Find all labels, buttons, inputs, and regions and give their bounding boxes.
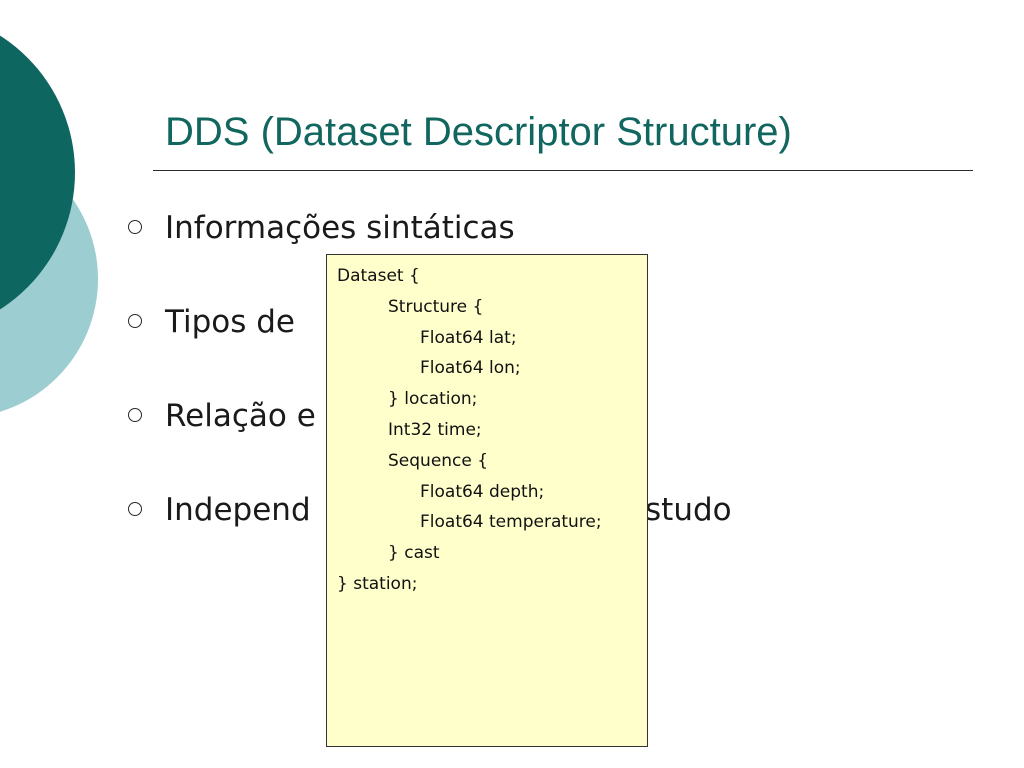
code-line-sequence-open: Sequence { — [388, 450, 489, 471]
hollow-circle-bullet-icon — [128, 220, 142, 234]
code-line-temperature: Float64 temperature; — [420, 512, 602, 533]
title-underline — [153, 170, 973, 171]
code-line-depth: Float64 depth; — [420, 481, 545, 502]
bullet-text: Relação e — [165, 398, 316, 434]
bullet-text: Informações sintáticas — [165, 210, 515, 246]
code-line-dataset-open: Dataset { — [337, 266, 420, 286]
dds-code-box: Dataset { Structure { Float64 lat; Float… — [326, 254, 648, 747]
hollow-circle-bullet-icon — [128, 408, 142, 422]
bullet-text: Tipos de — [165, 304, 295, 340]
code-line-structure-open: Structure { — [388, 296, 484, 317]
code-line-time: Int32 time; — [388, 419, 482, 440]
slide-title: DDS (Dataset Descriptor Structure) — [165, 110, 792, 154]
code-line-lat: Float64 lat; — [420, 327, 517, 348]
code-line-lon: Float64 lon; — [420, 358, 521, 379]
code-line-location-close: } location; — [388, 389, 478, 410]
code-line-cast-close: } cast — [388, 543, 440, 564]
hollow-circle-bullet-icon — [128, 502, 142, 516]
hollow-circle-bullet-icon — [128, 314, 142, 328]
code-line-station-close: } station; — [337, 573, 418, 594]
